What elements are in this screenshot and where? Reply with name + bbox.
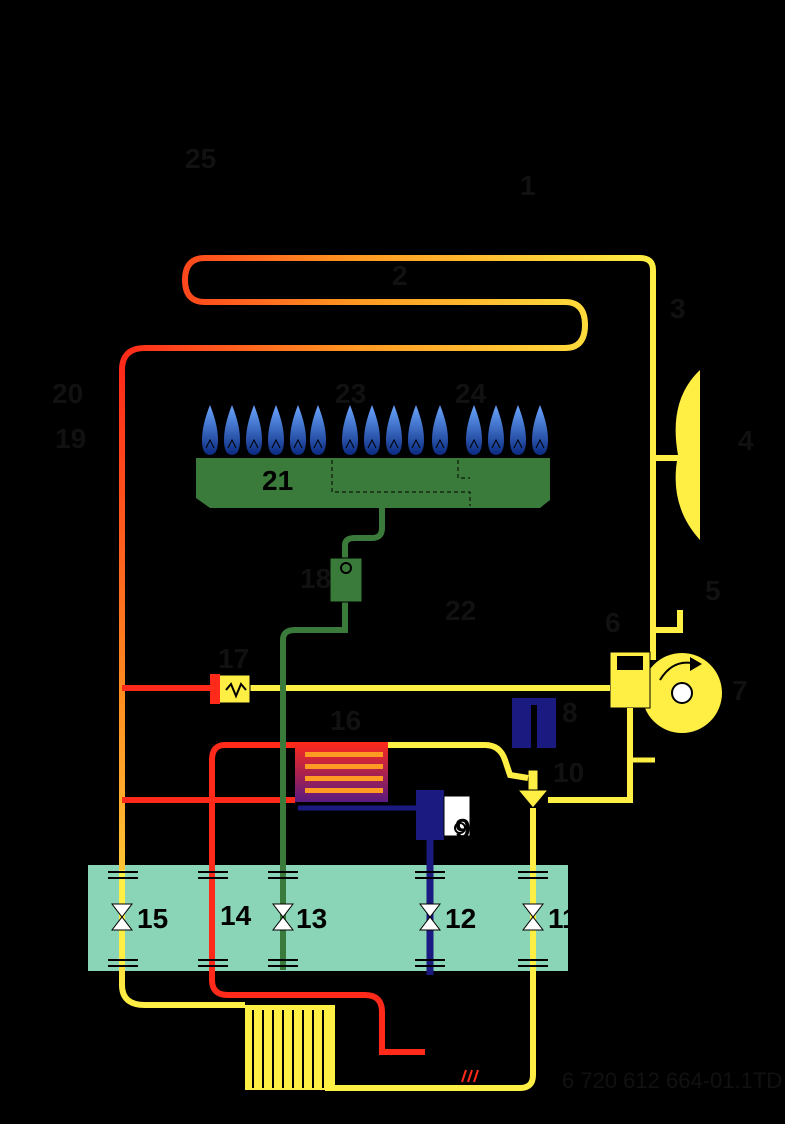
expansion-vessel: [675, 370, 700, 540]
flame-core-2: [227, 438, 237, 449]
valve-block: [88, 865, 568, 971]
flame-6: [310, 405, 326, 455]
ch-flow-pipe: [209, 742, 425, 1055]
label-9: 9: [455, 813, 471, 844]
flow-turbine: [416, 790, 444, 840]
label-13: 13: [296, 903, 327, 934]
flame-15: [532, 405, 548, 455]
label-18: 18: [300, 563, 331, 594]
cold-pipe-right: [325, 808, 536, 1091]
flame-3: [246, 405, 262, 455]
flame-core-6: [313, 438, 323, 449]
flame-9: [386, 405, 402, 455]
flame-core-8: [367, 438, 377, 449]
label-20: 20: [52, 378, 83, 409]
flame-core-9: [389, 438, 399, 449]
valve-12: [418, 903, 442, 931]
label-19: 19: [55, 423, 86, 454]
gas-valve: [329, 557, 363, 603]
label-24: 24: [455, 378, 487, 409]
label-12: 12: [445, 903, 476, 934]
flame-core-14: [513, 438, 523, 449]
label-23: 23: [335, 378, 366, 409]
flame-10: [408, 405, 424, 455]
drawing-code: 6 720 612 664-01.1TD: [562, 1068, 782, 1093]
label-25: 25: [185, 143, 216, 174]
flame-core-4: [271, 438, 281, 449]
flow-pipe-left: [119, 370, 245, 1008]
flange-marks: [108, 871, 548, 967]
flame-1: [202, 405, 218, 455]
label-16: 16: [330, 705, 361, 736]
diverter-valve: [516, 789, 550, 809]
flame-core-12: [469, 438, 479, 449]
label-1: 1: [520, 170, 536, 201]
flame-14: [510, 405, 526, 455]
flame-core-13: [491, 438, 501, 449]
label-10: 10: [553, 757, 584, 788]
pump-arrow-icon: [659, 661, 693, 681]
flame-core-7: [345, 438, 355, 449]
valve-13: [271, 903, 295, 931]
label-3: 3: [670, 293, 686, 324]
label-8: 8: [562, 697, 578, 728]
label-6: 6: [605, 607, 621, 638]
label-15: 15: [137, 903, 168, 934]
label-7: 7: [732, 675, 748, 706]
flame-core-10: [411, 438, 421, 449]
label-22: 22: [445, 595, 476, 626]
flame-2: [224, 405, 240, 455]
flame-core-3: [249, 438, 259, 449]
flame-core-5: [293, 438, 303, 449]
flame-5: [290, 405, 306, 455]
label-5: 5: [705, 575, 721, 606]
flame-12: [466, 405, 482, 455]
flame-13: [488, 405, 504, 455]
gas-line: [280, 600, 348, 970]
valve-11: [521, 903, 545, 931]
flame-core-1: [205, 438, 215, 449]
flame-core-11: [435, 438, 445, 449]
secondary-coil: [245, 1005, 335, 1090]
pump-hub: [671, 682, 693, 704]
burner-flames: [202, 405, 548, 455]
flame-core-15: [535, 438, 545, 449]
flame-4: [268, 405, 284, 455]
outlet-arrows: [461, 1069, 479, 1083]
label-2: 2: [392, 260, 408, 291]
heat-exchanger-loop: [119, 255, 656, 371]
label-14: 14: [220, 900, 252, 931]
label-4: 4: [738, 425, 754, 456]
label-17: 17: [218, 643, 249, 674]
valve-15: [110, 870, 134, 965]
label-11: 11: [548, 903, 578, 934]
flame-8: [364, 405, 380, 455]
label-21: 21: [262, 465, 293, 496]
burner: [196, 458, 550, 508]
flame-7: [342, 405, 358, 455]
flame-11: [432, 405, 448, 455]
relief-pipe: [653, 610, 683, 633]
